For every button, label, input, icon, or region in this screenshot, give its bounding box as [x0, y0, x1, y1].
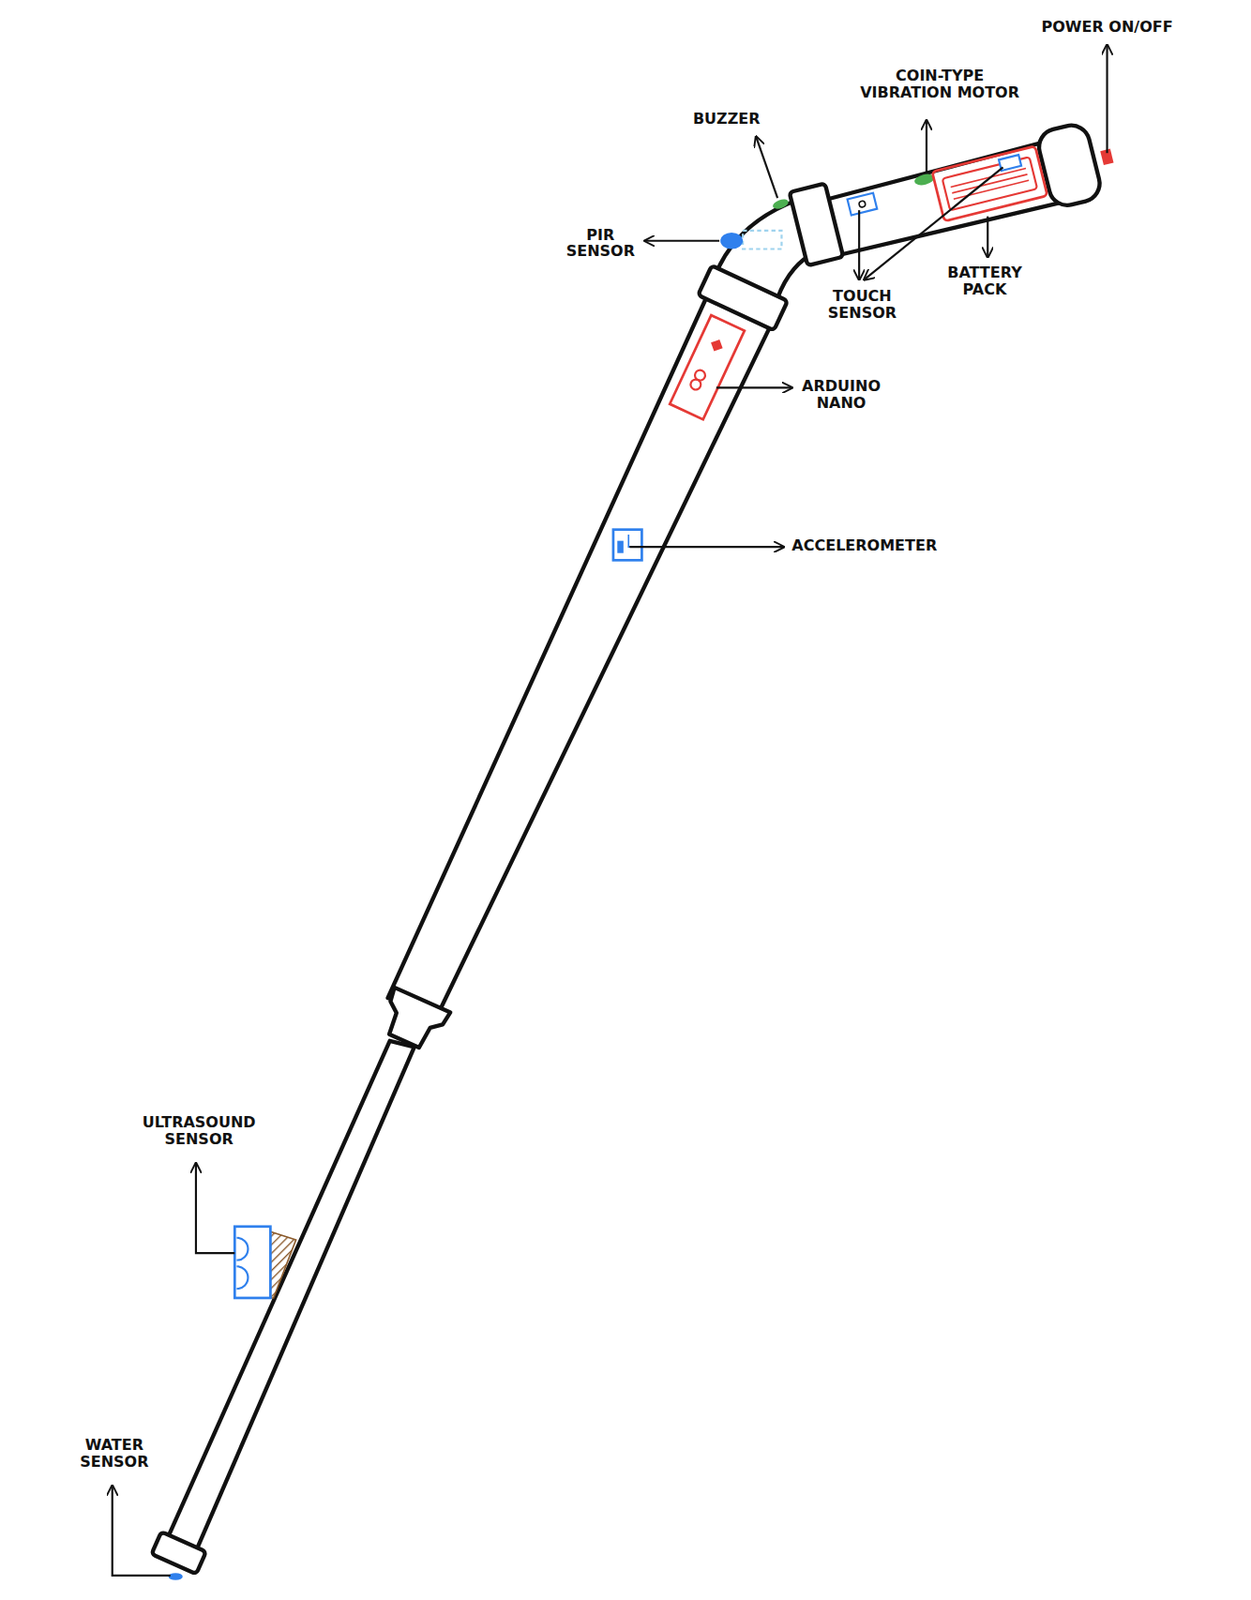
- leader-line: [112, 1485, 171, 1576]
- part-label: ACCELEROMETER: [791, 537, 937, 555]
- part-label: BUZZER: [693, 110, 761, 128]
- leader-line: [1105, 45, 1108, 153]
- end-cap: [150, 1531, 206, 1574]
- water-sensor: [168, 1572, 183, 1581]
- tube-collar: [789, 183, 844, 267]
- part-label: COIN-TYPE VIBRATION MOTOR: [858, 67, 1022, 102]
- pir-housing: [742, 230, 782, 250]
- touch-sensor: [847, 193, 878, 216]
- leader-line: [925, 120, 928, 174]
- leader-line: [858, 210, 860, 280]
- accelerometer-module: [613, 529, 642, 561]
- part-label: TOUCH SENSOR: [826, 287, 899, 322]
- part-label: POWER ON/OFF: [1041, 18, 1174, 36]
- handle-tube: [824, 140, 1064, 256]
- arduino-board: [669, 315, 745, 420]
- pir-sensor: [720, 232, 743, 249]
- buzzer: [771, 197, 790, 212]
- leader-line: [716, 386, 793, 389]
- leader-line: [645, 240, 720, 242]
- tube-joint: [376, 987, 451, 1054]
- part-label: PIR SENSOR: [564, 226, 637, 261]
- leader-line: [755, 136, 778, 198]
- part-label: BATTERY PACK: [945, 264, 1025, 299]
- part-label: ARDUINO NANO: [799, 377, 883, 412]
- part-label: ULTRASOUND SENSOR: [140, 1114, 258, 1148]
- leader-line: [986, 216, 989, 258]
- upper-tube: [387, 296, 778, 1009]
- leader-line: [629, 545, 784, 548]
- part-label: WATER SENSOR: [77, 1436, 151, 1471]
- leader-line: [864, 166, 1004, 280]
- leader-line: [195, 1162, 235, 1253]
- ultrasound-sensor: [234, 1226, 296, 1298]
